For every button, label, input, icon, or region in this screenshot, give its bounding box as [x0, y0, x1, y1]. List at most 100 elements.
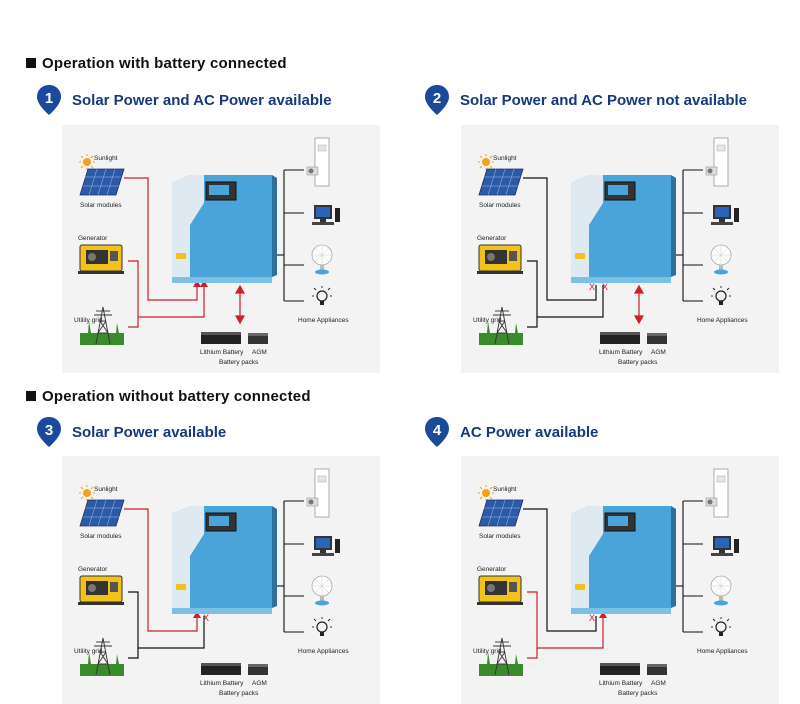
inverter-icon: [571, 175, 676, 283]
sun-icon: [478, 154, 494, 170]
generator-icon: [477, 575, 523, 605]
svg-text:X: X: [589, 282, 595, 292]
diagram-panel-3: X: [62, 456, 380, 704]
case-title: Solar Power and AC Power available: [72, 92, 332, 109]
utility-grid-label: Utility grid: [74, 648, 103, 655]
lithium-battery-icon: [201, 332, 241, 344]
solar-modules-label: Solar modules: [80, 533, 122, 540]
battery-packs: [201, 332, 268, 344]
sunlight-label: Sunlight: [94, 155, 118, 162]
air-conditioner-icon: [705, 137, 729, 187]
sunlight-label: Sunlight: [493, 155, 517, 162]
diagram-panel-2: X X: [461, 125, 779, 373]
section-title-with-battery: Operation with battery connected: [26, 55, 287, 72]
fan-icon: [311, 575, 333, 606]
case-title: AC Power available: [460, 424, 599, 441]
battery-packs: [600, 332, 667, 344]
map-pin-icon: 2: [425, 85, 449, 115]
agm-label: AGM: [252, 680, 267, 687]
home-appliances-label: Home Appliances: [697, 648, 748, 655]
utility-tower-icon: [479, 637, 523, 676]
agm-battery-icon: [647, 333, 667, 344]
sun-icon: [79, 485, 95, 501]
utility-tower-icon: [80, 637, 124, 676]
utility-grid-label: Utility grid: [74, 317, 103, 324]
solar-modules-label: Solar modules: [80, 202, 122, 209]
case-title: Solar Power and AC Power not available: [460, 92, 748, 109]
disconnect-mark: X: [589, 613, 595, 623]
section-title-without-battery: Operation without battery connected: [26, 388, 311, 405]
computer-icon: [711, 536, 739, 556]
battery-packs-label: Battery packs: [618, 690, 658, 697]
solar-panel-icon: [79, 168, 125, 196]
case-heading-4: 4 AC Power available: [424, 417, 794, 450]
diagram-panel-1: Sunlight Solar modules Generator Utility…: [62, 125, 380, 373]
section-bullet: [26, 391, 36, 401]
case-heading-3: 3 Solar Power available: [36, 417, 396, 450]
solar-modules-label: Solar modules: [479, 533, 521, 540]
utility-grid-label: Utility grid: [473, 648, 502, 655]
battery-packs-label: Battery packs: [219, 690, 259, 697]
map-pin-icon: 3: [37, 417, 61, 447]
case-number: 3: [45, 422, 53, 439]
diagram-canvas: [78, 137, 340, 345]
solar-panel-icon: [478, 499, 524, 527]
sunlight-label: Sunlight: [94, 486, 118, 493]
lithium-battery-label: Lithium Battery: [599, 680, 643, 687]
home-appliances-label: Home Appliances: [298, 317, 349, 324]
diagram-panel-4: X: [461, 456, 779, 704]
light-bulb-icon: [312, 617, 332, 636]
agm-battery-icon: [248, 664, 268, 675]
solar-panel-icon: [79, 499, 125, 527]
battery-packs-label: Battery packs: [219, 359, 259, 366]
svg-text:X: X: [203, 613, 209, 623]
generator-label: Generator: [477, 235, 507, 242]
disconnect-mark: X: [203, 613, 209, 623]
generator-label: Generator: [477, 566, 507, 573]
diagram-canvas: X X: [477, 137, 739, 345]
battery-packs: [600, 663, 667, 675]
lithium-battery-label: Lithium Battery: [200, 680, 244, 687]
computer-icon: [312, 536, 340, 556]
light-bulb-icon: [711, 286, 731, 305]
generator-icon: [78, 575, 124, 605]
svg-text:X: X: [602, 282, 608, 292]
agm-battery-icon: [248, 333, 268, 344]
lithium-battery-icon: [201, 663, 241, 675]
case-number: 2: [433, 90, 441, 107]
lithium-battery-label: Lithium Battery: [200, 349, 244, 356]
light-bulb-icon: [312, 286, 332, 305]
battery-packs: [201, 663, 268, 675]
section-bullet: [26, 58, 36, 68]
sunlight-label: Sunlight: [493, 486, 517, 493]
air-conditioner-icon: [705, 468, 729, 518]
utility-grid-label: Utility grid: [473, 317, 502, 324]
lithium-battery-icon: [600, 663, 640, 675]
sun-icon: [478, 485, 494, 501]
solar-modules-label: Solar modules: [479, 202, 521, 209]
lithium-battery-icon: [600, 332, 640, 344]
fan-icon: [710, 244, 732, 275]
air-conditioner-icon: [306, 137, 330, 187]
battery-packs-label: Battery packs: [618, 359, 658, 366]
agm-label: AGM: [252, 349, 267, 356]
fan-icon: [311, 244, 333, 275]
solar-panel-icon: [478, 168, 524, 196]
computer-icon: [312, 205, 340, 225]
agm-label: AGM: [651, 680, 666, 687]
case-title: Solar Power available: [72, 424, 227, 441]
agm-label: AGM: [651, 349, 666, 356]
map-pin-icon: 1: [37, 85, 61, 115]
inverter-icon: [172, 506, 277, 614]
case-heading-1: 1 Solar Power and AC Power available: [36, 85, 396, 118]
generator-icon: [78, 244, 124, 274]
sun-icon: [79, 154, 95, 170]
map-pin-icon: 4: [425, 417, 449, 447]
generator-label: Generator: [78, 566, 108, 573]
disconnect-mark: X: [602, 282, 608, 292]
lithium-battery-label: Lithium Battery: [599, 349, 643, 356]
light-bulb-icon: [711, 617, 731, 636]
case-number: 4: [433, 422, 442, 439]
air-conditioner-icon: [306, 468, 330, 518]
utility-tower-icon: [80, 306, 124, 345]
